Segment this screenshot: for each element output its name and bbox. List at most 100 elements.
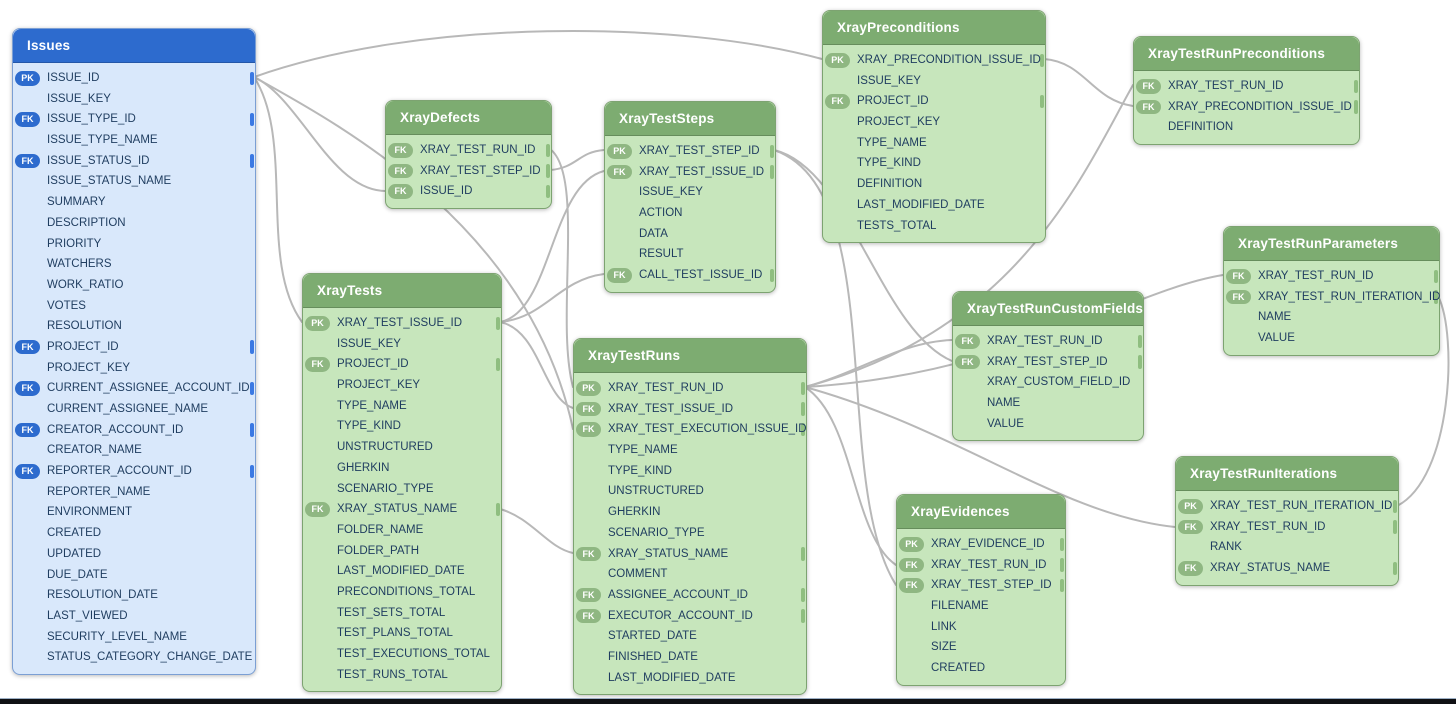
table-title[interactable]: XrayTestRunParameters [1224, 227, 1439, 261]
relationship-line[interactable] [253, 76, 303, 323]
connector-stub [1040, 53, 1044, 67]
connector-stub [801, 609, 805, 623]
relationship-line[interactable] [549, 148, 574, 388]
connector-stub [1138, 334, 1142, 348]
relationship-line[interactable] [1043, 58, 1134, 107]
foreign-key-badge: FK [1226, 289, 1251, 305]
relationship-line[interactable] [499, 508, 574, 554]
field-row: TEST_EXECUTIONS_TOTAL [303, 644, 501, 665]
field-row: STATUS_CATEGORY_CHANGE_DATE [13, 647, 255, 668]
primary-key-badge: PK [576, 381, 601, 396]
field-name: UNSTRUCTURED [608, 485, 704, 498]
relationship-line[interactable] [253, 76, 386, 192]
field-name: ISSUE_KEY [857, 74, 921, 87]
table-title[interactable]: XrayDefects [386, 101, 551, 135]
field-row: DEFINITION [823, 174, 1045, 195]
field-row: UNSTRUCTURED [303, 437, 501, 458]
relationship-line[interactable] [549, 149, 605, 171]
table-title[interactable]: XrayTestRunPreconditions [1134, 37, 1359, 71]
field-name: XRAY_TEST_STEP_ID [420, 164, 541, 177]
field-row: LINK [897, 617, 1065, 638]
table-title[interactable]: XrayEvidences [897, 495, 1065, 529]
connector-stub [801, 422, 805, 437]
relationship-line[interactable] [1396, 295, 1450, 507]
relationship-line[interactable] [804, 386, 897, 566]
table-title[interactable]: Issues [13, 29, 255, 63]
primary-key-badge: PK [825, 53, 850, 68]
field-row: TYPE_NAME [823, 133, 1045, 154]
field-name: TYPE_KIND [608, 464, 672, 477]
foreign-key-badge: FK [576, 587, 601, 603]
field-name: PROJECT_ID [337, 358, 409, 371]
primary-key-badge: PK [1178, 499, 1203, 514]
field-name: ISSUE_STATUS_NAME [47, 175, 172, 188]
field-row: NAME [1224, 307, 1439, 328]
relationship-line[interactable] [804, 84, 1134, 388]
field-name: STATUS_CATEGORY_CHANGE_DATE [47, 651, 253, 664]
field-name: SIZE [931, 641, 957, 654]
connector-stub [496, 357, 500, 372]
connector-stub [1434, 290, 1438, 304]
field-name: PROJECT_ID [47, 340, 119, 353]
field-name: ISSUE_STATUS_ID [47, 154, 150, 167]
connector-stub [250, 464, 254, 479]
field-row: ISSUE_KEY [605, 182, 775, 203]
foreign-key-badge: FK [1136, 99, 1161, 115]
foreign-key-badge: FK [15, 464, 40, 479]
field-row: ISSUE_STATUS_NAME [13, 171, 255, 192]
foreign-key-badge: FK [15, 112, 40, 127]
relationship-line[interactable] [804, 386, 1176, 528]
connector-stub [546, 164, 550, 178]
field-name: VALUE [987, 417, 1024, 430]
table-title[interactable]: XrayTests [303, 274, 501, 308]
field-name: TEST_PLANS_TOTAL [337, 627, 453, 640]
foreign-key-badge: FK [607, 164, 632, 180]
table-title[interactable]: XrayTestSteps [605, 102, 775, 136]
relationship-line[interactable] [499, 321, 574, 409]
foreign-key-badge: FK [15, 339, 40, 355]
connector-stub [546, 184, 550, 199]
table-title[interactable]: XrayPreconditions [823, 11, 1045, 45]
field-name: ISSUE_ID [420, 185, 473, 198]
field-name: TYPE_KIND [857, 157, 921, 170]
table-title[interactable]: XrayTestRuns [574, 339, 806, 373]
connector-stub [250, 154, 254, 168]
table-title[interactable]: XrayTestRunIterations [1176, 457, 1398, 491]
relationship-line[interactable] [253, 30, 823, 78]
field-name: RESOLUTION [47, 320, 122, 333]
relationship-line[interactable] [773, 149, 897, 586]
connector-stub [1434, 269, 1438, 283]
table-title[interactable]: XrayTestRunCustomFields [953, 292, 1143, 326]
field-name: SECURITY_LEVEL_NAME [47, 630, 187, 643]
relationship-line[interactable] [499, 170, 605, 323]
field-name: LAST_MODIFIED_DATE [608, 671, 736, 684]
field-name: TEST_RUNS_TOTAL [337, 668, 448, 681]
field-name: XRAY_TEST_ISSUE_ID [608, 402, 734, 415]
field-name: STARTED_DATE [608, 630, 697, 643]
foreign-key-badge: FK [955, 354, 980, 370]
field-row: GHERKIN [303, 458, 501, 479]
relationship-line[interactable] [499, 273, 605, 323]
